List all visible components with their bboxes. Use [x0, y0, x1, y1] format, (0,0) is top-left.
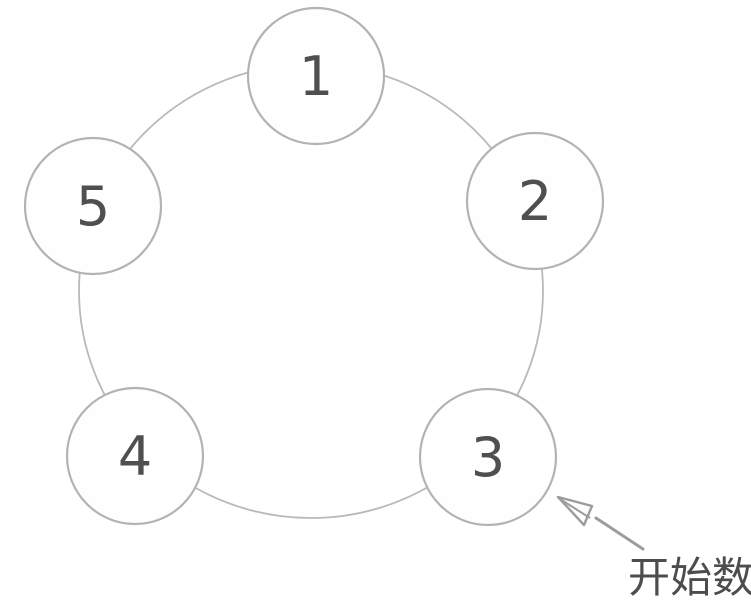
- node-4: 4: [65, 386, 205, 526]
- arrowhead-midline: [559, 498, 591, 519]
- node-circle-1: [246, 6, 386, 146]
- node-circle-4: [65, 386, 205, 526]
- node-circle-2: [465, 131, 605, 271]
- node-2: 2: [465, 131, 605, 271]
- node-label-2: 2: [518, 170, 552, 233]
- start-annotation-label: 开始数: [628, 553, 751, 602]
- node-3: 3: [418, 387, 558, 527]
- node-label-4: 4: [118, 425, 152, 488]
- node-label-1: 1: [299, 45, 333, 108]
- node-circle-3: [418, 387, 558, 527]
- node-circle-5: [23, 136, 163, 276]
- start-arrow-shaft: [594, 516, 645, 551]
- node-1: 1: [246, 6, 386, 146]
- node-label-3: 3: [471, 426, 505, 489]
- node-label-5: 5: [76, 175, 110, 238]
- node-5: 5: [23, 136, 163, 276]
